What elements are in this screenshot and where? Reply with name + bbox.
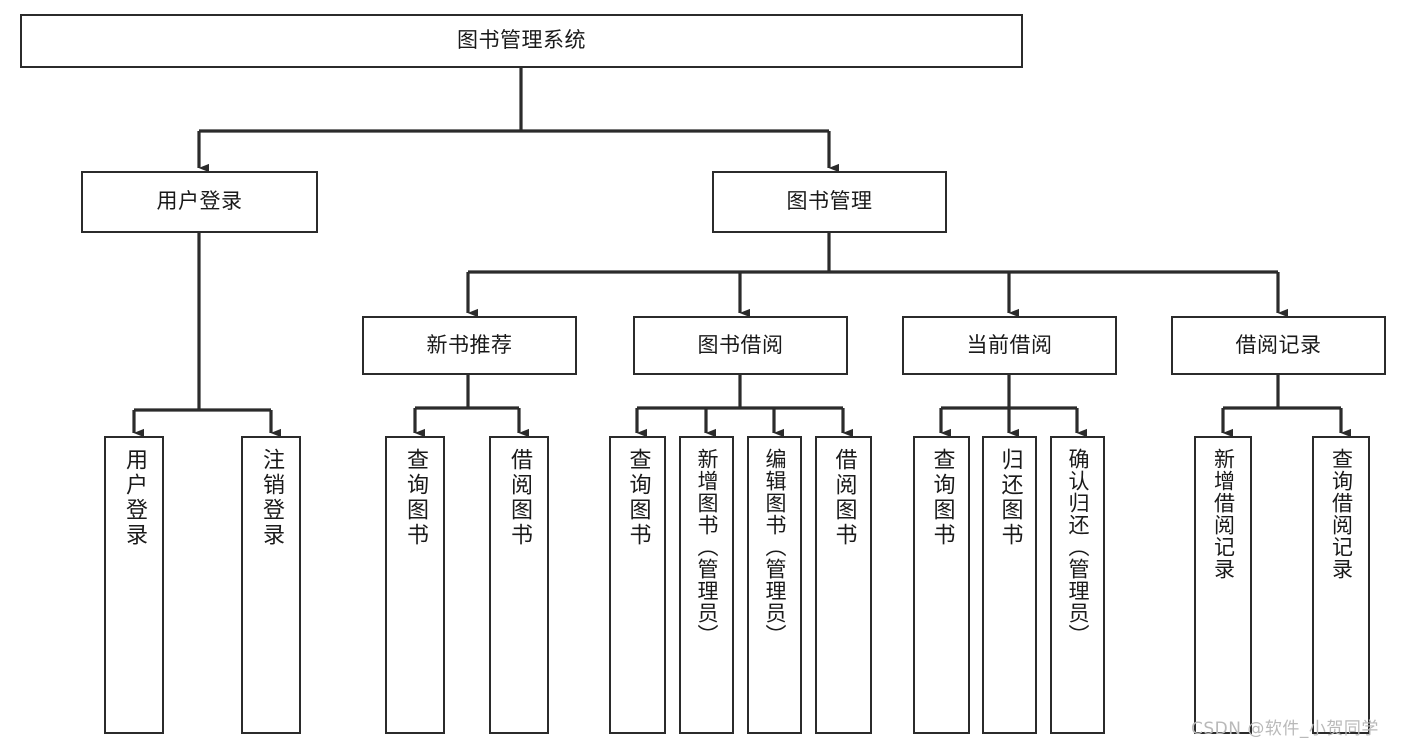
node-root-system[interactable]: 图书管理系统 [20, 14, 1023, 68]
node-label: 新书推荐 [426, 332, 513, 357]
node-label: 查询借阅记录 [1329, 448, 1354, 580]
node-label: 编辑图书（管理员） [763, 448, 787, 646]
node-label: 当前借阅 [966, 332, 1053, 357]
node-new-book-recommend[interactable]: 新书推荐 [362, 316, 577, 375]
leaf-query-book-recommend[interactable]: 查询图书 [385, 436, 445, 734]
node-label: 图书管理系统 [457, 28, 586, 53]
node-label: 借阅记录 [1235, 332, 1322, 357]
node-borrow-record[interactable]: 借阅记录 [1171, 316, 1386, 375]
leaf-add-borrow-record[interactable]: 新增借阅记录 [1194, 436, 1252, 734]
leaf-edit-book[interactable]: 编辑图书（管理员） [747, 436, 802, 734]
node-label: 注销登录 [259, 448, 284, 548]
node-label: 查询图书 [625, 448, 651, 548]
leaf-query-borrow-record[interactable]: 查询借阅记录 [1312, 436, 1370, 734]
node-label: 查询图书 [403, 448, 428, 548]
node-label: 借阅图书 [507, 448, 532, 548]
node-label: 用户登录 [122, 448, 147, 548]
node-current-borrow[interactable]: 当前借阅 [902, 316, 1117, 375]
node-label: 图书借阅 [697, 332, 784, 357]
node-label: 确认归还（管理员） [1066, 448, 1090, 646]
node-label: 借阅图书 [831, 448, 857, 548]
node-label: 新增借阅记录 [1211, 448, 1236, 580]
leaf-confirm-return[interactable]: 确认归还（管理员） [1050, 436, 1105, 734]
node-label: 归还图书 [997, 448, 1023, 548]
leaf-query-book-borrow[interactable]: 查询图书 [609, 436, 666, 734]
leaf-return-book[interactable]: 归还图书 [982, 436, 1037, 734]
node-book-borrow[interactable]: 图书借阅 [633, 316, 848, 375]
node-label: 图书管理 [786, 189, 873, 214]
node-label: 新增图书（管理员） [695, 448, 719, 646]
leaf-borrow-book-recommend[interactable]: 借阅图书 [489, 436, 549, 734]
leaf-user-login[interactable]: 用户登录 [104, 436, 164, 734]
node-label: 用户登录 [156, 189, 243, 214]
node-label: 查询图书 [929, 448, 955, 548]
leaf-query-book-current[interactable]: 查询图书 [913, 436, 970, 734]
csdn-watermark: CSDN @软件_小贺同学 [1191, 719, 1379, 739]
node-user-login[interactable]: 用户登录 [81, 171, 318, 233]
leaf-borrow-book[interactable]: 借阅图书 [815, 436, 872, 734]
leaf-add-book[interactable]: 新增图书（管理员） [679, 436, 734, 734]
node-book-manage[interactable]: 图书管理 [712, 171, 947, 233]
leaf-user-logout[interactable]: 注销登录 [241, 436, 301, 734]
